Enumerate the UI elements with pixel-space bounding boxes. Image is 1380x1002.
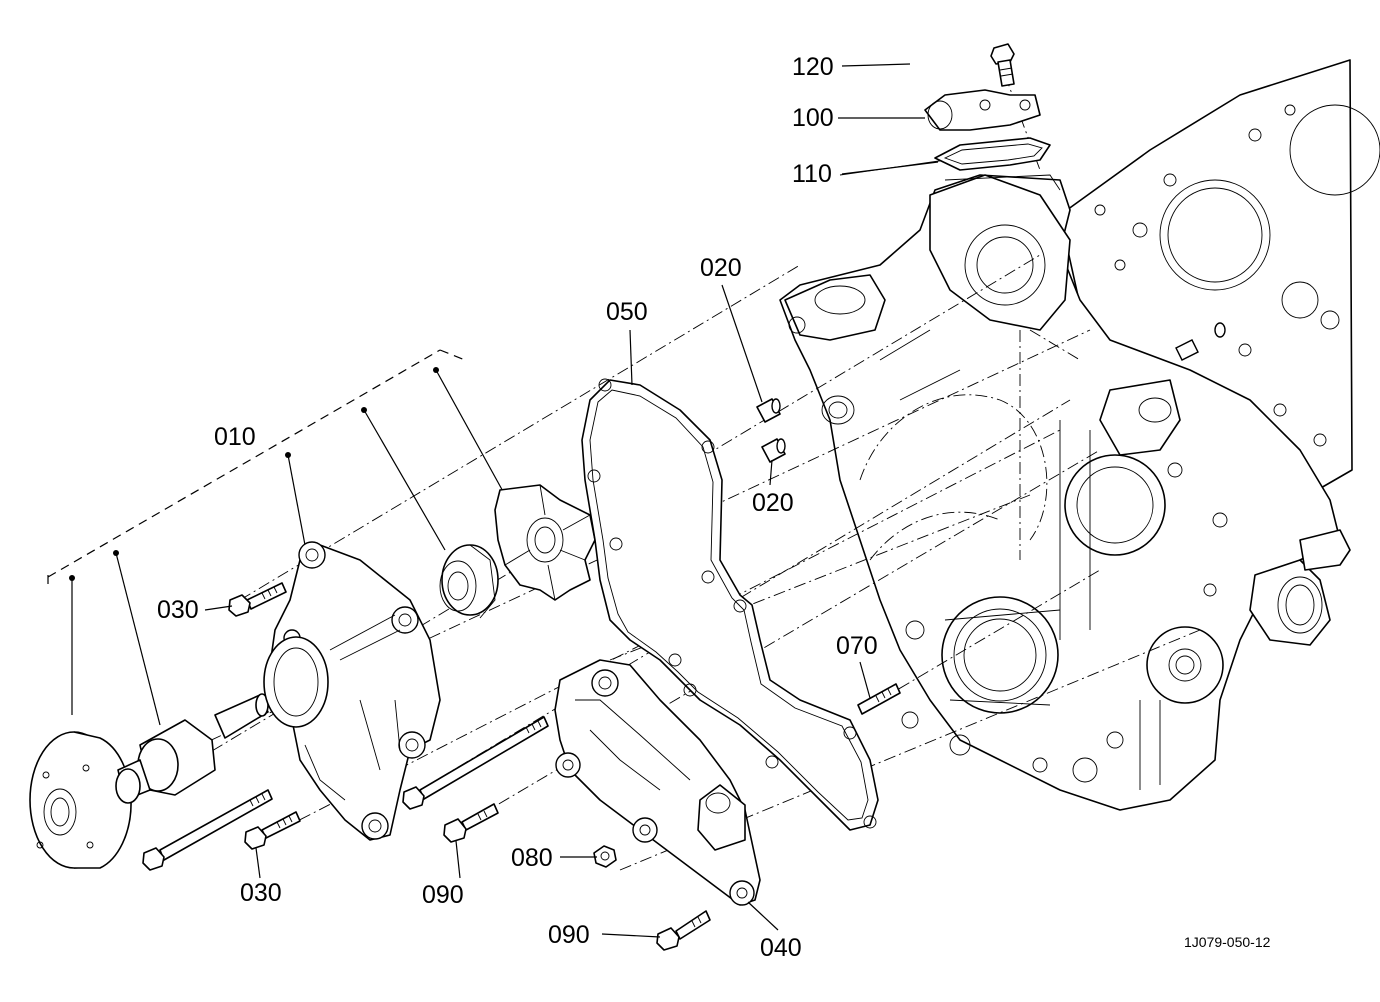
drawing-code: 1J079-050-12 xyxy=(1184,934,1271,950)
callout-010: 010 xyxy=(214,423,256,451)
callout-040: 040 xyxy=(760,934,802,962)
pulley-flange xyxy=(29,731,132,869)
gasket-050 xyxy=(581,378,879,831)
callout-110: 110 xyxy=(792,160,832,188)
callout-020-upper: 020 xyxy=(700,254,742,282)
callout-020-lower: 020 xyxy=(752,489,794,517)
shaft-bearing xyxy=(115,693,269,804)
engine-block xyxy=(779,59,1380,811)
kit-010-bracket xyxy=(47,349,506,726)
fitting-100 xyxy=(924,89,1041,131)
callout-030-lower: 030 xyxy=(240,879,282,907)
callout-090-lower: 090 xyxy=(548,921,590,949)
bolt-030-upper xyxy=(228,582,287,617)
callout-labels: 120 100 110 020 020 050 010 030 030 070 … xyxy=(157,53,1271,962)
callout-050: 050 xyxy=(606,298,648,326)
dowel-020-upper xyxy=(756,398,781,423)
stud-070 xyxy=(857,683,901,715)
callout-100: 100 xyxy=(792,104,834,132)
gasket-110 xyxy=(934,137,1051,171)
impeller xyxy=(494,484,596,601)
dowel-020-lower xyxy=(761,438,786,463)
nut-080 xyxy=(593,845,617,868)
bolt-090-upper xyxy=(443,803,499,843)
cover-040 xyxy=(554,659,761,906)
callout-080: 080 xyxy=(511,844,553,872)
bolt-030-lower xyxy=(244,811,301,850)
bolt-090-lower xyxy=(656,910,711,951)
callout-070: 070 xyxy=(836,632,878,660)
long-bolt-lower xyxy=(142,789,273,871)
water-pump-body xyxy=(263,541,441,841)
callout-120: 120 xyxy=(792,53,834,81)
mechanical-seal xyxy=(439,544,499,619)
callout-030-upper: 030 xyxy=(157,596,199,624)
bolt-120 xyxy=(990,43,1015,87)
callout-090-upper: 090 xyxy=(422,881,464,909)
long-bolt-upper xyxy=(402,716,549,810)
leader-lines xyxy=(204,63,939,938)
